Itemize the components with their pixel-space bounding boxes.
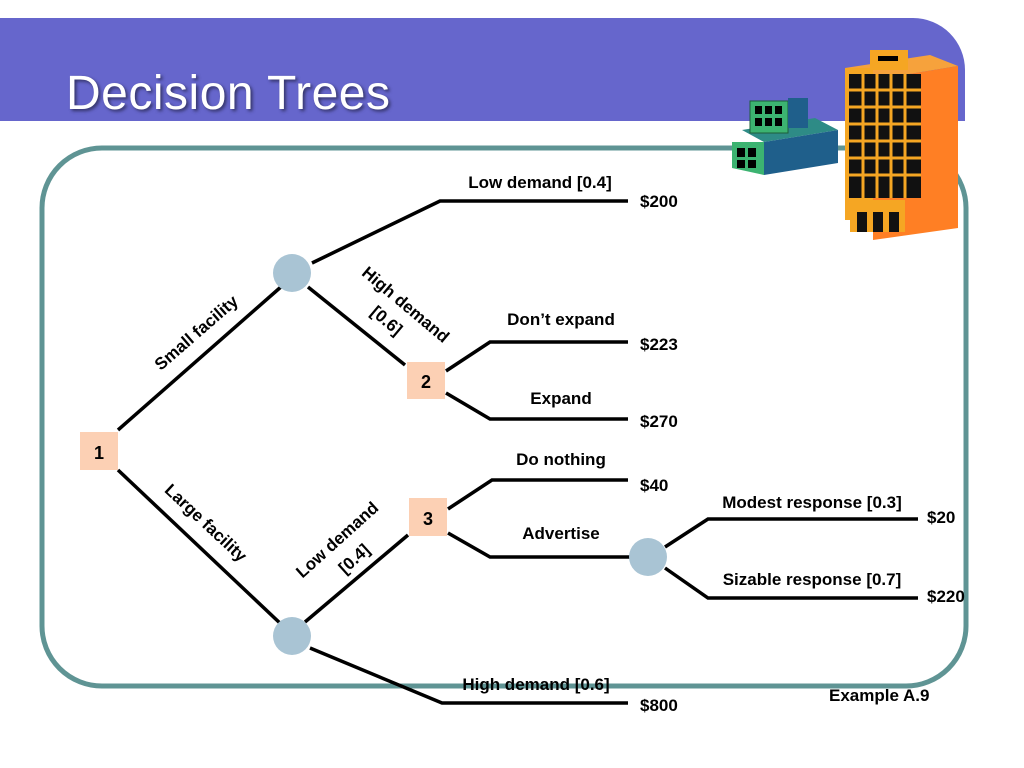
branch-expand <box>445 391 628 421</box>
chance-node-small <box>273 254 311 292</box>
small-building-icon <box>732 98 838 175</box>
modest-response-label: Modest response [0.3] <box>722 493 902 512</box>
decision-node-1: 1 <box>80 432 118 470</box>
payoff-modest: $20 <box>927 508 955 527</box>
payoff-do-nothing: $40 <box>640 476 668 495</box>
small-low-demand-label: Low demand [0.4] <box>468 173 612 192</box>
decision-node-label: 2 <box>421 372 431 392</box>
branch-large-facility <box>116 468 284 627</box>
branch-do-nothing <box>447 478 628 511</box>
chance-node-large <box>273 617 311 655</box>
decision-node-2: 2 <box>407 362 445 399</box>
decision-node-3: 3 <box>409 498 447 536</box>
decision-node-label: 1 <box>94 443 104 463</box>
diagram-frame <box>39 145 969 689</box>
branch-sizable-response <box>663 566 918 600</box>
large-building-icon <box>845 50 958 240</box>
small-high-demand-label-line1: High demand <box>358 263 453 347</box>
branch-large-high-demand <box>309 646 628 705</box>
branch-large-low-demand <box>303 533 410 624</box>
branch-small-low-demand <box>311 199 628 265</box>
advertise-label: Advertise <box>522 524 599 543</box>
page-title: Decision Trees <box>66 67 391 120</box>
decision-node-label: 3 <box>423 509 433 529</box>
payoff-small-low: $200 <box>640 192 678 211</box>
branch-advertise <box>447 531 630 559</box>
dont-expand-label: Don’t expand <box>507 310 615 329</box>
payoff-large-high: $800 <box>640 696 678 715</box>
sizable-response-label: Sizable response [0.7] <box>723 570 902 589</box>
chance-node-advertise <box>629 538 667 576</box>
large-high-demand-label: High demand [0.6] <box>462 675 609 694</box>
branch-small-high-demand <box>306 285 407 367</box>
payoff-expand: $270 <box>640 412 678 431</box>
tree-branches <box>116 199 918 705</box>
example-label: Example A.9 <box>829 686 930 705</box>
payoff-sizable: $220 <box>927 587 965 606</box>
branch-modest-response <box>664 517 918 549</box>
payoff-dont-expand: $223 <box>640 335 678 354</box>
do-nothing-label: Do nothing <box>516 450 606 469</box>
branch-dont-expand <box>445 340 628 373</box>
expand-label: Expand <box>530 389 591 408</box>
branch-small-facility <box>116 284 284 432</box>
